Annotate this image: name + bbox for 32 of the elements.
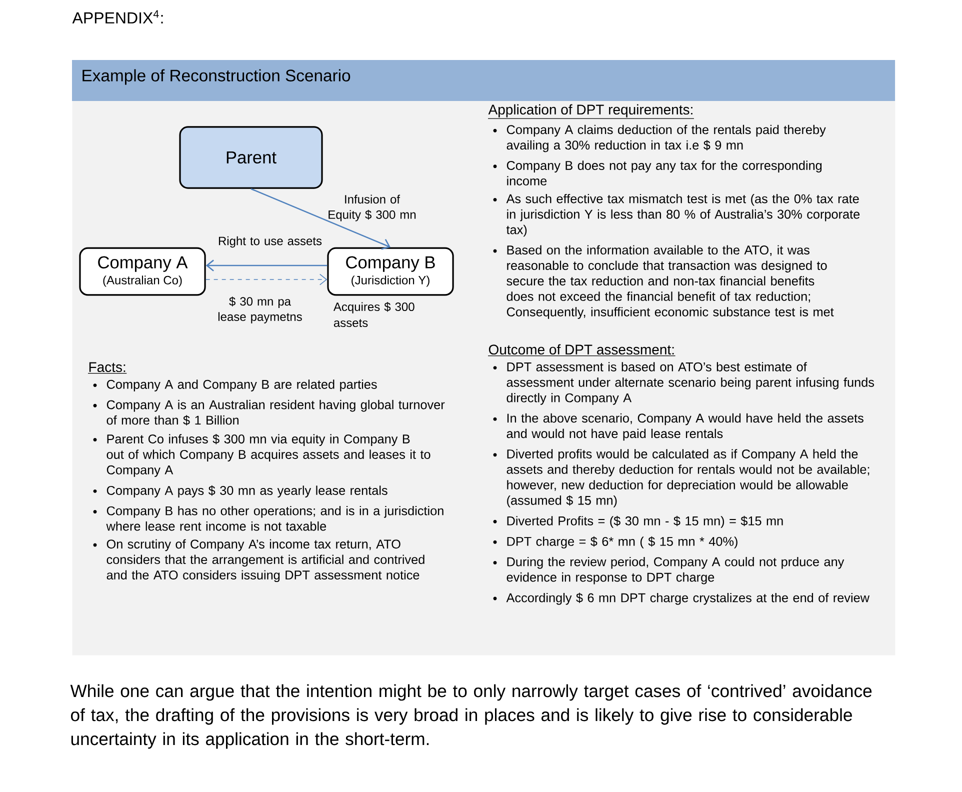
company-box: Company B (Jurisdiction Y) — [327, 247, 454, 296]
bullet-item: Parent Co infuses $ 300 mn via equity in Company B out of which Company B acquires assets and leases it to Company A — [93, 434, 430, 477]
edge-label: Right to use assets — [218, 236, 322, 248]
bullet-item: On scrutiny of Company A’s income tax return, ATO considers that the arrangement is artificial and contrived and the ATO considers issuing DPT assessment notice — [93, 539, 424, 582]
heading: APPENDIX$^{4}$: — [72, 10, 163, 24]
bullet-item: Company A and Company B are related parties — [93, 380, 377, 392]
company-box: Company A (Australian Co) — [79, 247, 206, 296]
bullet-item: In the above scenario, Company A would have held the assets and would not have paid lease rentals — [493, 413, 864, 441]
section-heading: Outcome of DPT assessment: — [488, 344, 676, 356]
edge-label: Infusion of Equity $ 300 mn — [328, 194, 416, 222]
bullet-item: Company A is an Australian resident having global turnover of more than $ 1 Billion — [93, 400, 445, 426]
bullet-item: During the review period, Company A could not prduce any evidence in response to DPT charge — [493, 556, 844, 584]
bullet-item: Company A pays $ 30 mn as yearly lease rentals — [93, 485, 388, 498]
bullet-item: As such effective tax mismatch test is met (as the 0% tax rate in jurisdiction Y is less than 80 % of Australia’s 30% corporate tax) — [493, 194, 860, 237]
bullet-item: Company A claims deduction of the rentals paid thereby availing a 30% reduction in tax i.e $ 9 mn — [493, 124, 826, 152]
bullet-item: Based on the information available to the ATO, it was reasonable to conclude that transaction was designed to secure the tax reduction and non-tax financial benefits does not exceed the financial benefit of tax reduction; Consequently, insufficient economic substance test is met — [493, 245, 834, 319]
bullet-item: Diverted profits would be calculated as if Company A held the assets and thereby deduction for rentals would not be available; however, new deduction for depreciation would be allowable (assumed $ 15 mn) — [493, 449, 870, 508]
caption: While one can argue that the intention might be to only narrowly target cases of ‘contrived’ avoidance of tax, the drafting of the provisions is very broad in places and is likely to give rise to considerable uncertainty in its application in the short-term. — [70, 684, 872, 749]
edge-label: $ 30 mn pa lease paymetns — [218, 296, 302, 324]
arrow — [206, 260, 328, 272]
section-heading: Facts: — [88, 362, 127, 374]
note-text: Acquires $ 300 assets — [333, 302, 414, 328]
arrow — [250, 188, 391, 250]
bullet-item: DPT charge = $ 6* mn ( $ 15 mn * 40%) — [493, 536, 738, 548]
bullet-item: Accordingly $ 6 mn DPT charge crystalizes at the end of review — [493, 592, 870, 605]
bullet-item: Company B has no other operations; and is in a jurisdiction where lease rent income is not taxable — [93, 506, 444, 531]
parent-box: Parent — [179, 126, 323, 189]
section-heading: Application of DPT requirements: — [488, 104, 694, 119]
bullet-item: DPT assessment is based on ATO’s best estimate of assessment under alternate scenario being parent infusing funds directly in Company A — [493, 362, 874, 405]
bullet-item: Diverted Profits = ($ 30 mn - $ 15 mn) = $15 mn — [493, 516, 783, 528]
bullet-item: Company B does not pay any tax for the corresponding income — [493, 160, 822, 186]
arrow — [205, 274, 328, 286]
